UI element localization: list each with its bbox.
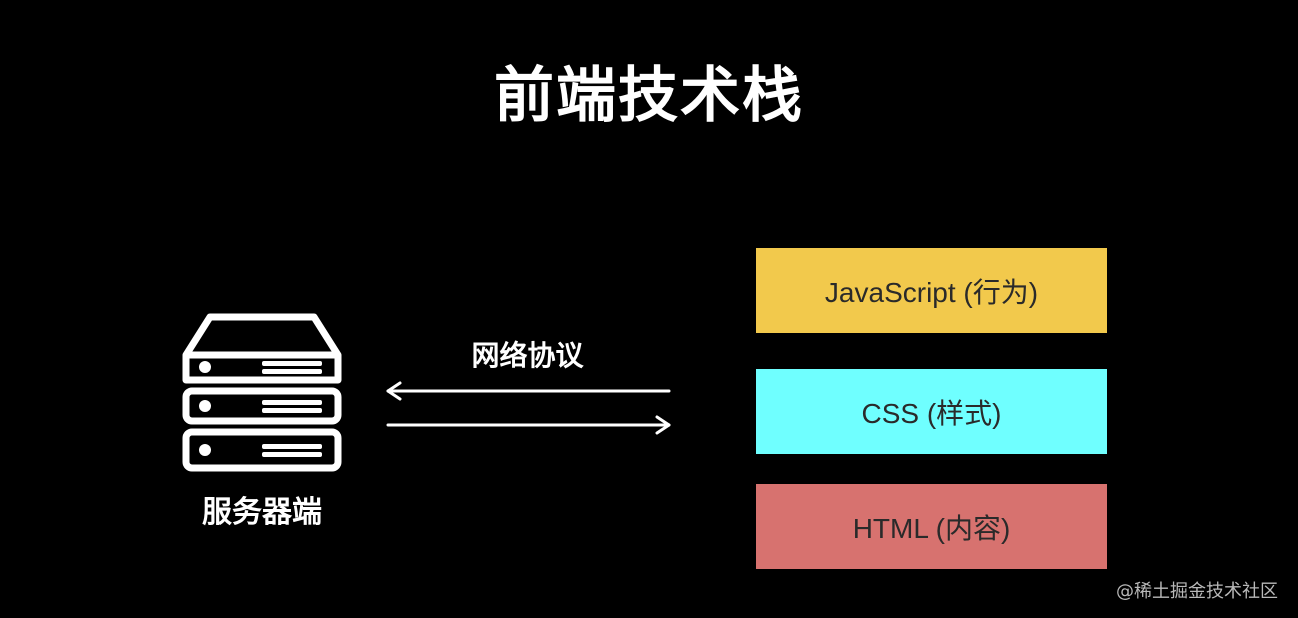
stack-label-html: HTML (内容) xyxy=(852,512,1011,544)
page-title: 前端技术栈 xyxy=(494,61,804,131)
stack-box-html: HTML (内容) xyxy=(756,484,1107,569)
network-arrows xyxy=(386,381,671,435)
arrow-right-icon xyxy=(386,415,671,435)
server-label: 服务器端 xyxy=(202,495,322,530)
network-protocol-label: 网络协议 xyxy=(471,339,584,372)
stack-label-css: CSS (样式) xyxy=(861,397,1002,429)
arrow-left-icon xyxy=(386,381,671,401)
server-rack-icon xyxy=(182,313,342,472)
stack-box-javascript: JavaScript (行为) xyxy=(756,248,1107,333)
stack-box-css: CSS (样式) xyxy=(756,369,1107,454)
stack-label-javascript: JavaScript (行为) xyxy=(824,276,1039,308)
watermark: @稀土掘金技术社区 xyxy=(1116,581,1278,602)
